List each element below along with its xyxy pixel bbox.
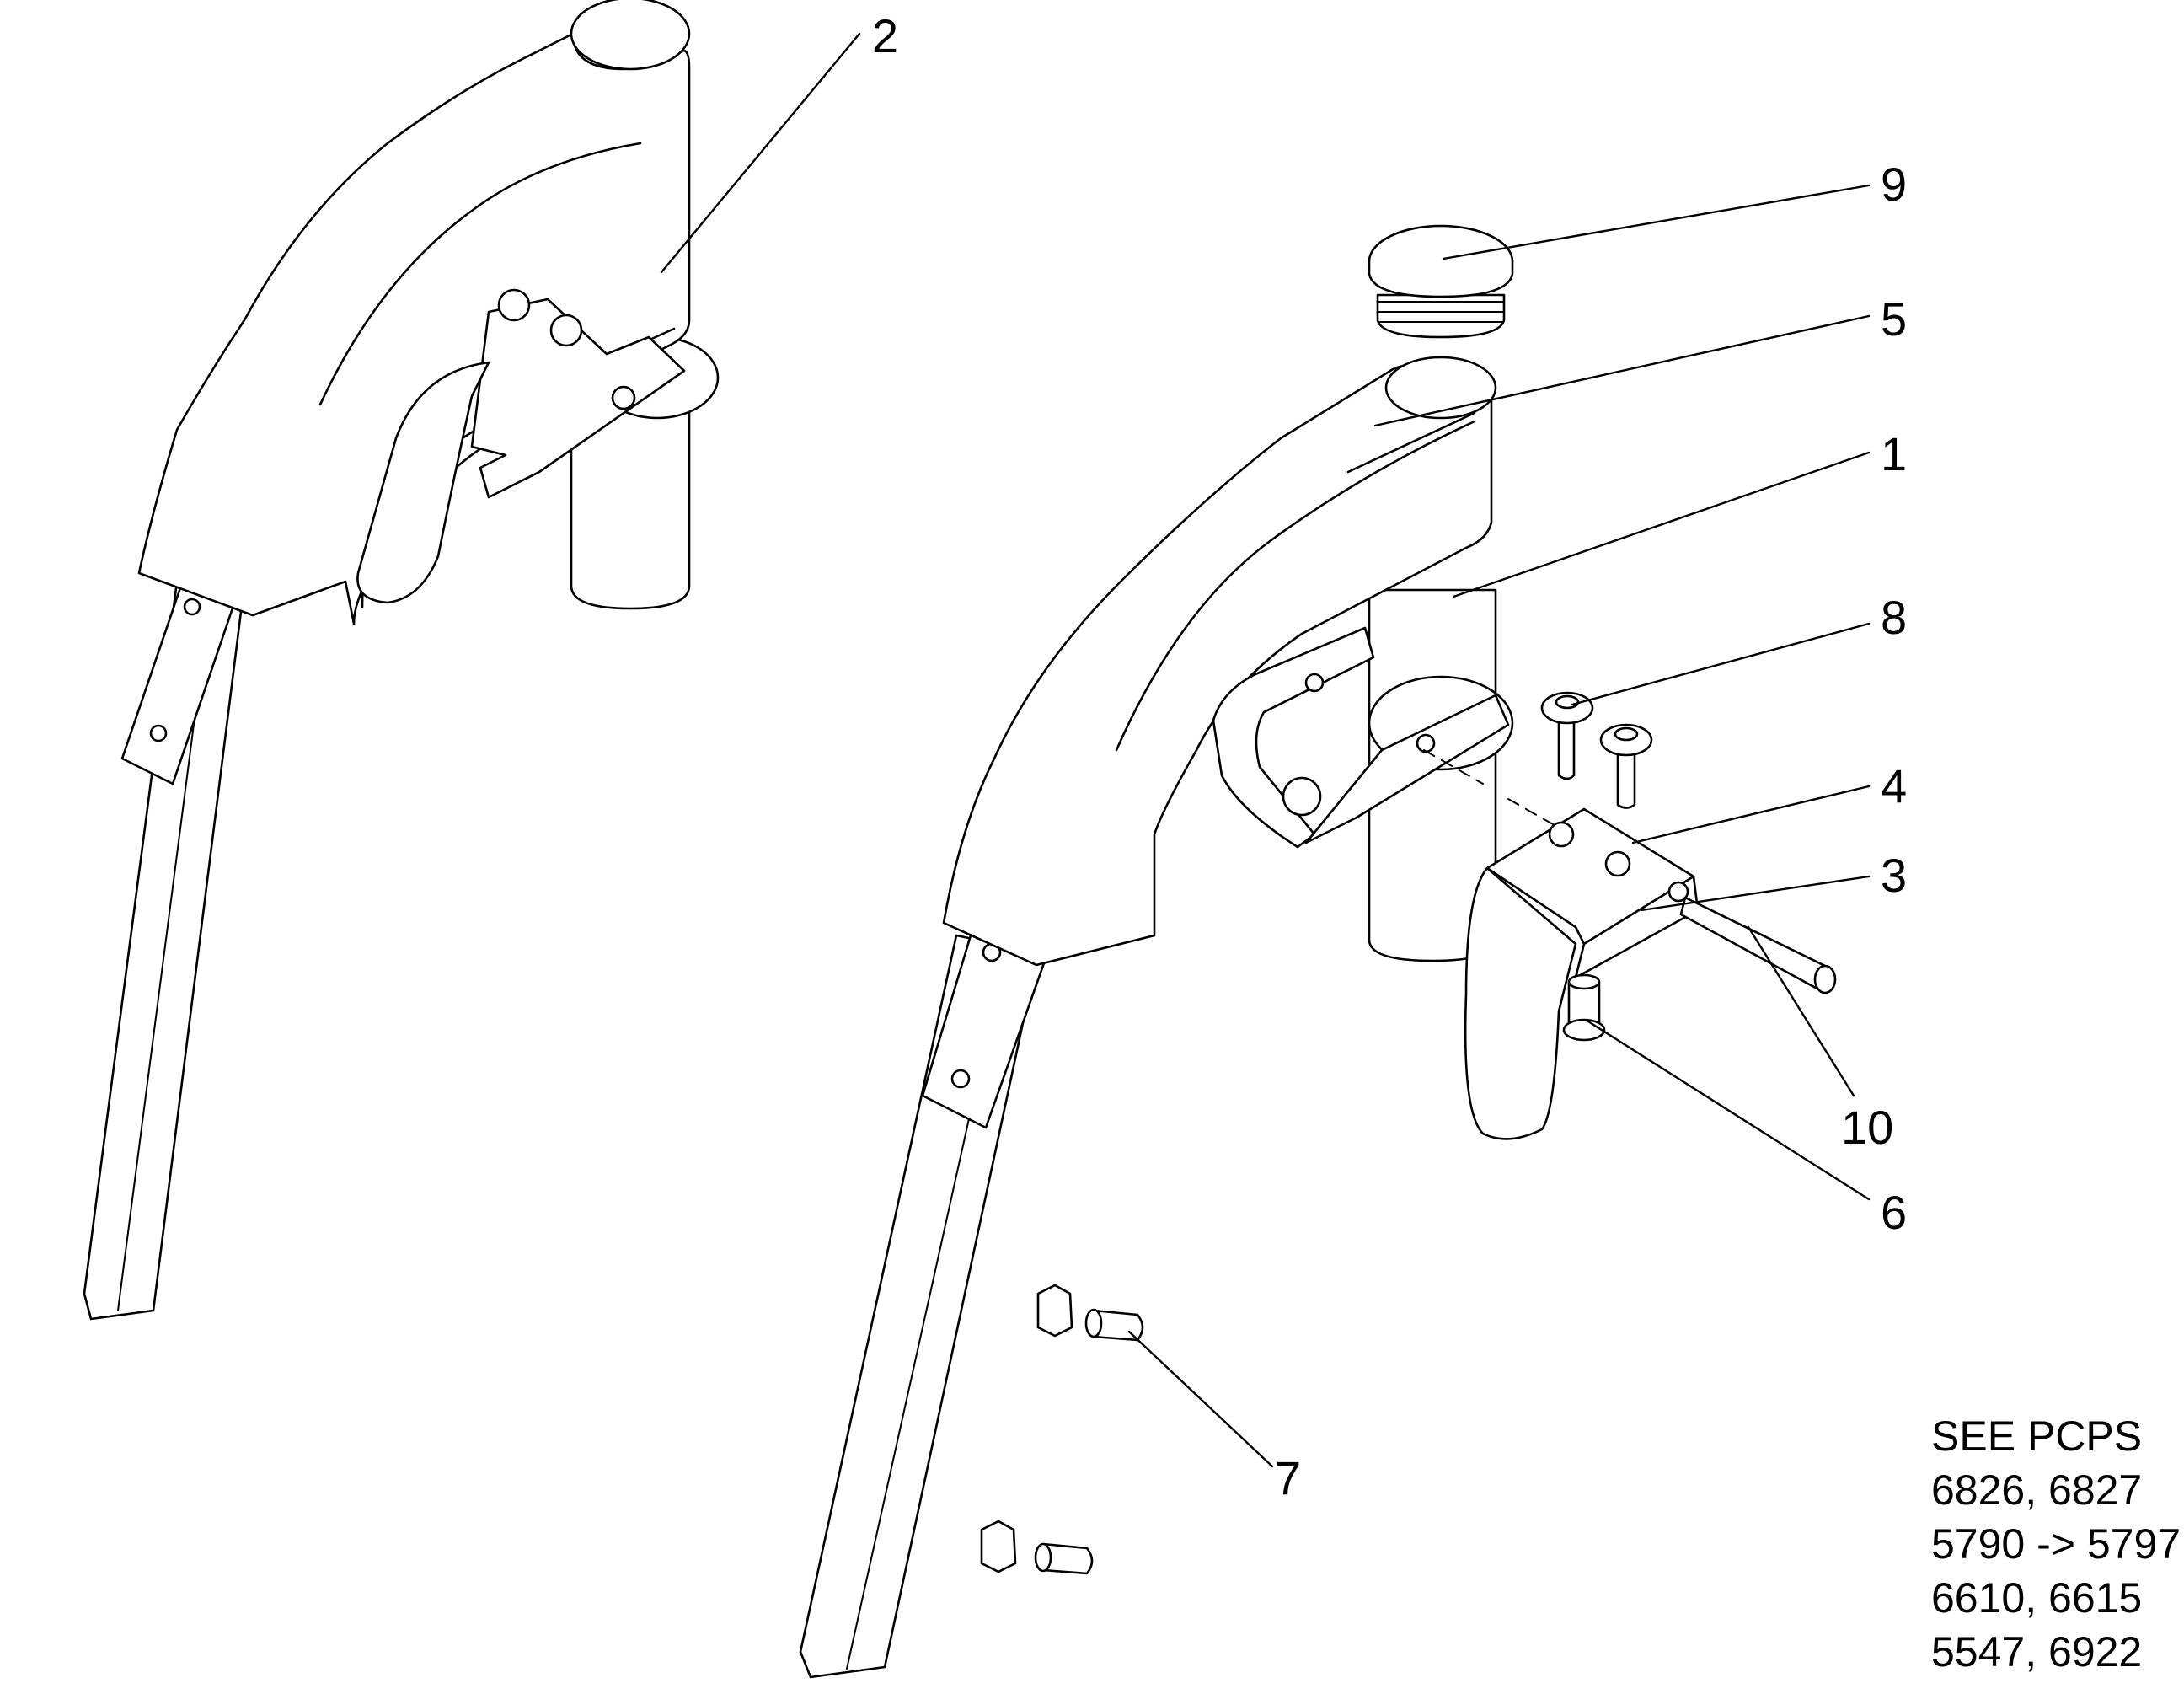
left-assembled-handle (83, 0, 720, 1321)
note-line: SEE PCPS (1931, 1413, 2143, 1460)
callout-2: 2 (872, 9, 898, 62)
left-arm-inner-curve (318, 142, 642, 406)
callout-10: 10 (1841, 1101, 1893, 1154)
leader-5 (1373, 314, 1871, 427)
leader-lines (660, 32, 1871, 1468)
spacer-lower (1041, 1542, 1094, 1575)
callout-6: 6 (1881, 1186, 1907, 1239)
left-clamp (470, 298, 686, 499)
assembly-axis (1423, 749, 1484, 785)
bolt-head (1562, 1018, 1606, 1042)
screw-a-socket (1555, 694, 1580, 710)
right-curved-arm (942, 361, 1493, 967)
pin-end (1813, 964, 1837, 994)
clamp-jaw-4 (1464, 866, 1577, 1140)
bolt-end (1567, 973, 1601, 990)
nuts-part-7 (980, 1284, 1144, 1575)
callout-4: 4 (1881, 759, 1907, 812)
spacer-upper-end (1084, 1308, 1103, 1338)
screws-part-8 (1540, 691, 1653, 809)
callout-5: 5 (1881, 292, 1907, 346)
leader-8 (1571, 622, 1871, 706)
callout-numbers: 2 9 5 1 8 4 3 10 6 7 (872, 9, 1907, 1504)
callout-9: 9 (1881, 158, 1907, 211)
pin-part-10 (1679, 896, 1834, 993)
clamp-hole-a (1548, 821, 1575, 848)
note-line: 5790 -> 5797 (1931, 1520, 2181, 1568)
screw-b-shank (1616, 753, 1636, 809)
leader-9 (1442, 184, 1871, 260)
right-plate-hole-bottom (950, 1069, 971, 1089)
spacer-lower-end (1034, 1542, 1052, 1573)
leader-6 (1587, 1020, 1871, 1201)
nut-lower (980, 1520, 1017, 1573)
callout-8: 8 (1881, 591, 1907, 644)
screw-b-socket (1614, 726, 1639, 742)
left-plate-hole-top (183, 598, 201, 616)
cap-ribs (1376, 293, 1506, 339)
clamp-hole-b (1604, 850, 1631, 877)
callout-1: 1 (1881, 427, 1907, 480)
right-lower-bracket (1212, 626, 1375, 849)
left-top-cap (570, 0, 691, 71)
right-bracket-hole-b (1282, 776, 1322, 817)
note-line: 6826, 6827 (1931, 1466, 2143, 1514)
leader-4 (1631, 785, 1871, 844)
left-plate-hole-bottom (149, 724, 168, 742)
note-line: 6610, 6615 (1931, 1574, 2143, 1622)
leader-3 (1640, 875, 1871, 912)
left-curved-arm (137, 32, 691, 625)
cap-part-9 (1368, 224, 1514, 339)
left-clamp-pin-end (611, 385, 636, 410)
clamp-pin-hole (1667, 881, 1689, 903)
callout-3: 3 (1881, 849, 1907, 902)
leader-7 (1127, 1330, 1274, 1468)
leader-1 (1452, 451, 1871, 598)
left-clamp-screw-b (549, 314, 583, 347)
right-arm-inner-curve (1115, 420, 1476, 752)
right-bracket-hole-a (1304, 673, 1325, 693)
reference-note: SEE PCPS 6826, 6827 5790 -> 5797 6610, 6… (1931, 1409, 2181, 1679)
note-line: 5547, 6922 (1931, 1628, 2143, 1675)
screw-a-shank (1557, 719, 1576, 780)
clamp-part-4 (1464, 807, 1700, 1140)
right-top-opening (1384, 356, 1497, 420)
right-bracket-front (1304, 694, 1510, 844)
right-bracket-hole-c (1416, 733, 1436, 753)
leader-10 (1747, 925, 1855, 1097)
assembly-axis-2 (1507, 798, 1560, 828)
left-clamp-jaw (356, 361, 490, 604)
callout-7: 7 (1275, 1451, 1301, 1504)
bolt-part-6 (1562, 973, 1606, 1042)
right-exploded-handle (799, 224, 1837, 1679)
leader-2 (660, 32, 861, 274)
left-clamp-screw-a (497, 288, 531, 322)
right-arm-upper-edge (1346, 411, 1476, 474)
cap-rim (1368, 260, 1514, 298)
nut-upper (1036, 1284, 1073, 1338)
